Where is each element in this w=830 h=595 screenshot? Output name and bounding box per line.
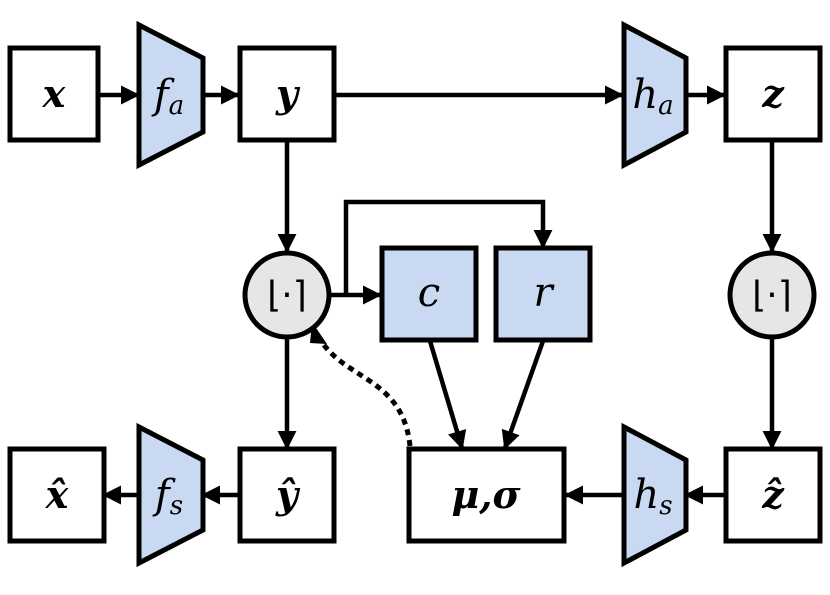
edge-c-musigma — [427, 340, 467, 450]
node-y: y — [237, 45, 337, 143]
node-x: x — [7, 45, 101, 143]
quantizer-y-label: ⌊·⌉ — [267, 275, 307, 316]
node-z: z — [723, 45, 823, 143]
node-x-label: x — [42, 71, 67, 116]
node-z-hat: ẑ — [723, 446, 823, 544]
node-ha-sub: a — [658, 91, 674, 121]
edge-musigma-quant-dotted — [313, 330, 413, 447]
node-r-label: r — [533, 270, 555, 316]
node-hs: hs — [621, 422, 689, 568]
node-x-hat-label: x̂ — [45, 472, 70, 517]
node-x-hat: x̂ — [7, 446, 107, 544]
node-mu-sigma-label: μ,σ — [451, 472, 521, 517]
svg-text:ha: ha — [632, 72, 673, 121]
node-c-label: c — [418, 270, 440, 316]
edges — [98, 85, 782, 505]
node-y-hat-label: ŷ — [275, 472, 301, 517]
node-fa: fa — [136, 20, 206, 170]
node-hs-sub: s — [659, 491, 672, 521]
svg-text:hs: hs — [633, 472, 672, 521]
node-y-hat: ŷ — [237, 446, 337, 544]
node-fs-sub: s — [170, 491, 183, 521]
node-ha: ha — [621, 20, 689, 170]
quantizer-z: ⌊·⌉ — [727, 250, 817, 340]
node-hs-main: h — [633, 472, 659, 518]
node-mu-sigma: μ,σ — [406, 446, 567, 544]
node-z-hat-label: ẑ — [761, 472, 785, 517]
quantizer-y: ⌊·⌉ — [242, 250, 332, 340]
node-c: c — [379, 245, 479, 343]
edge-quant-r — [343, 199, 553, 295]
node-r: r — [493, 245, 593, 343]
node-ha-main: h — [632, 72, 658, 118]
edge-r-musigma — [501, 340, 546, 450]
node-fa-sub: a — [169, 91, 185, 121]
quantizer-z-label: ⌊·⌉ — [752, 275, 792, 316]
node-y-label: y — [275, 71, 301, 116]
node-fs: fs — [136, 422, 206, 568]
node-z-label: z — [761, 71, 785, 116]
